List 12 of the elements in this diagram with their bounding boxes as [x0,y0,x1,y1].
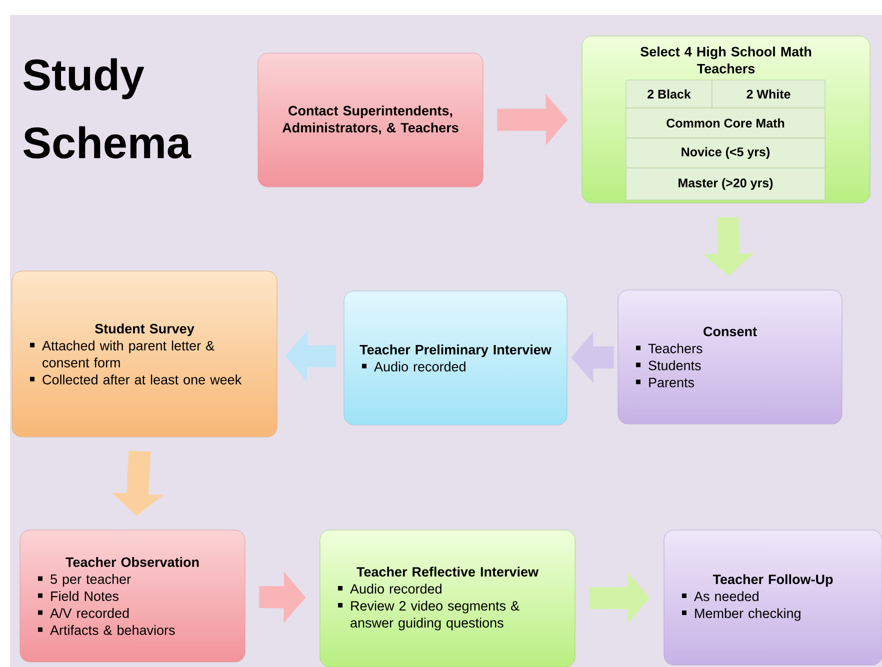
table-cell: Master (>20 yrs) [626,168,826,200]
table-cell: Novice (<5 yrs) [626,138,826,168]
title: Study Schema [23,58,192,158]
table-cell: 2 White [712,80,826,108]
process-box: Consent Teachers Students Parents [618,290,842,424]
process-box: Teacher Observation 5 per teacher Field Notes A/V recorded Artifacts & behaviors [20,530,246,662]
table-cell: 2 Black [626,80,712,108]
process-box: Contact Superintendents, Administrators, & Teachers [258,52,484,188]
process-box: Teacher Reflective Interview Audio recorded Review 2 video segments & answer guiding questions [320,530,576,667]
process-box: Teacher Preliminary Interview Audio recorded [344,290,568,426]
process-box: Teacher Follow-Up As needed Member checking [664,530,882,666]
process-box: Student Survey Attached with parent letter & consent form Collected after at least one week [12,270,278,438]
